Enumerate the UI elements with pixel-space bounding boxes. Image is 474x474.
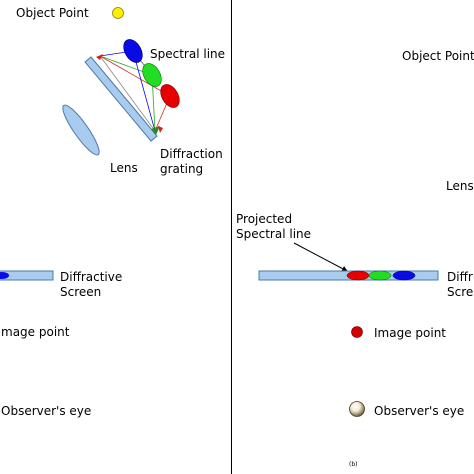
lens [62,104,100,156]
grating-label: grating [160,162,203,176]
right-diffractive-label: Diffr [447,270,473,284]
right-observer-label: Observer's eye [374,404,464,418]
screen-label: Screen [60,285,101,299]
projected-blue [392,270,416,281]
screen-blue-spot [0,272,9,279]
image-point-label: mage point [1,325,70,339]
diffraction-label: Diffraction [160,147,223,161]
right-panel: Object Point Lens Projected Spectral lin… [236,49,474,468]
object-point-label: Object Point [16,6,89,20]
panel-caption: (b) [349,461,358,468]
diffractive-label: Diffractive [60,270,122,284]
left-panel: Object Point Spectral line Lens Diffract… [0,6,225,418]
object-point [112,7,124,19]
image-point [351,326,363,338]
right-screen-label: Scree [447,285,474,299]
spectral-red [160,84,180,108]
observer-label: Observer's eye [1,404,91,418]
projected-red [346,270,370,281]
right-lens-label: Lens [446,179,474,193]
projected-spectral-line-label: Spectral line [236,227,311,241]
diffraction-grating [84,56,158,142]
grating-marker-bottom-red [158,126,163,133]
grating-marker-bottom [151,126,160,135]
grating-marker-top [96,54,103,60]
diffractive-screen [0,270,54,281]
spectral-line-label: Spectral line [150,47,225,61]
lens-label: Lens [110,161,138,175]
right-object-point-label: Object Point [402,49,474,63]
observer-eye [349,401,365,417]
right-image-point-label: Image point [374,326,446,340]
projected-arrow [293,242,348,272]
projected-green [368,270,392,281]
projected-label: Projected [236,212,292,226]
spectral-blue [123,39,143,63]
spectral-green [142,63,162,87]
